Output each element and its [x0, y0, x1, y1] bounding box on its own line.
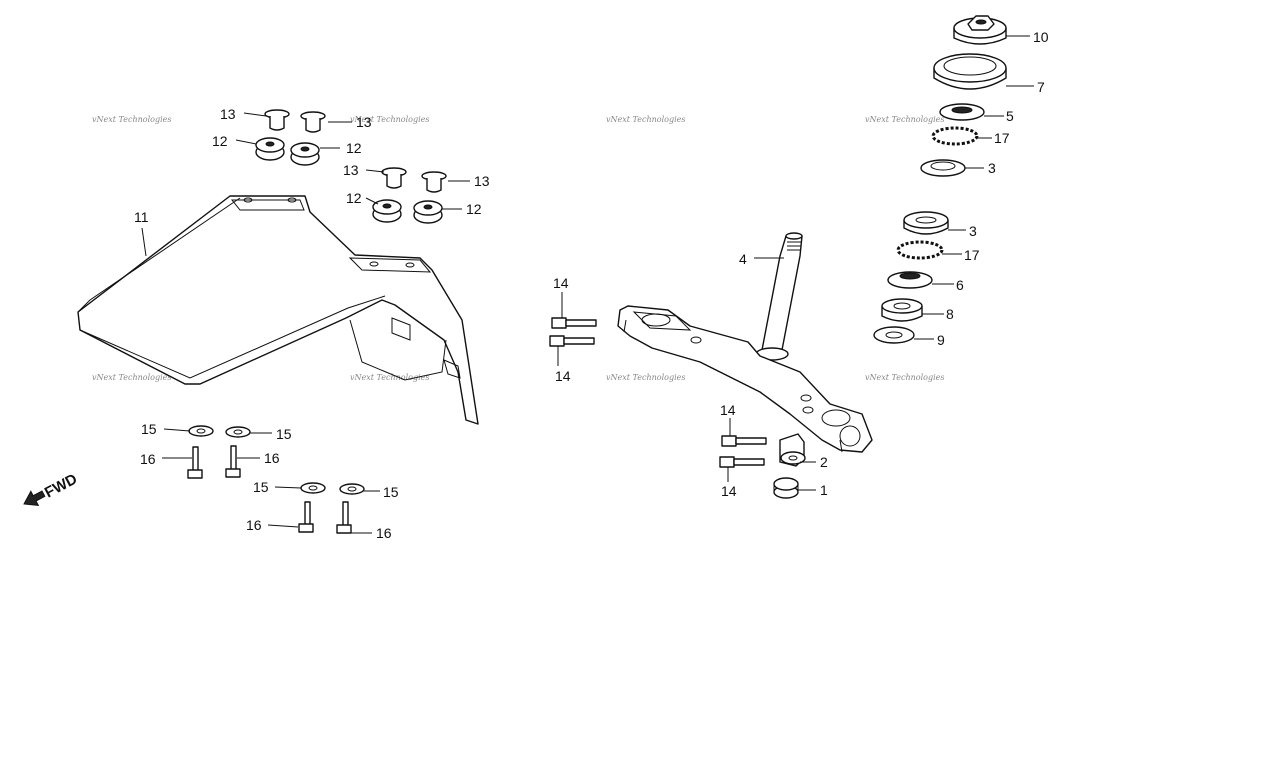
race-6	[887, 271, 933, 289]
callout-12: 12	[466, 201, 482, 217]
callout-9: 9	[937, 332, 945, 348]
race-3b	[903, 211, 949, 235]
watermark-text: vNext Technologies	[865, 373, 944, 382]
grommet-12b	[290, 142, 320, 166]
bolt-14b	[549, 335, 595, 347]
watermark-text: vNext Technologies	[92, 115, 171, 124]
steering-stem	[617, 232, 873, 453]
watermark-text: vNext Technologies	[92, 373, 171, 382]
washer-15a	[188, 425, 214, 437]
watermark-text: vNext Technologies	[350, 115, 429, 124]
washer-15c	[300, 482, 326, 494]
callout-3: 3	[969, 223, 977, 239]
front-fender	[77, 195, 479, 425]
race-3a	[920, 159, 966, 177]
washer-15d	[339, 483, 365, 495]
callout-8: 8	[946, 306, 954, 322]
callout-2: 2	[820, 454, 828, 470]
callout-14: 14	[555, 368, 571, 384]
callout-7: 7	[1037, 79, 1045, 95]
grommet-12a	[255, 137, 285, 161]
fwd-arrow: FWD	[23, 470, 80, 507]
upper-bearing-stack	[920, 15, 1007, 177]
clamp-2	[779, 433, 806, 467]
bolts-14	[549, 317, 767, 468]
callout-15: 15	[383, 484, 399, 500]
callout-3: 3	[988, 160, 996, 176]
callout-16: 16	[264, 450, 280, 466]
callout-15: 15	[253, 479, 269, 495]
seal-7	[933, 53, 1007, 90]
bolt-16a	[187, 446, 203, 479]
bolt-14d	[719, 456, 765, 468]
bolt-16c	[298, 501, 314, 533]
bolt-16b	[225, 445, 241, 478]
callout-13: 13	[474, 173, 490, 189]
grommet-12c	[372, 199, 402, 223]
callout-16: 16	[246, 517, 262, 533]
callout-1: 1	[820, 482, 828, 498]
fender-fasteners	[187, 425, 365, 534]
lower-bearing-stack	[873, 211, 949, 344]
ball-bearing-17a	[931, 126, 979, 146]
callout-13: 13	[343, 162, 359, 178]
callout-14: 14	[720, 402, 736, 418]
fender-grommets	[255, 109, 447, 224]
callout-15: 15	[141, 421, 157, 437]
callout-17: 17	[994, 130, 1010, 146]
callout-12: 12	[346, 140, 362, 156]
seal-8	[881, 298, 923, 322]
callout-12: 12	[346, 190, 362, 206]
callout-13: 13	[356, 114, 372, 130]
ball-bearing-17b	[896, 240, 944, 260]
fwd-label: FWD	[42, 470, 80, 501]
bolt-14a	[551, 317, 597, 329]
leader-lines	[141, 35, 1034, 534]
collar-13c	[381, 167, 407, 189]
callout-14: 14	[553, 275, 569, 291]
dust-seal-9	[873, 326, 915, 344]
callout-14: 14	[721, 483, 737, 499]
nut-10	[953, 15, 1007, 45]
collar-13a	[264, 109, 290, 131]
bolt-16d	[336, 501, 352, 534]
callout-labels: 11 13 13 12 12 13 13 12 12 15 15 16 16 1…	[134, 29, 1049, 541]
watermark-text: vNext Technologies	[606, 373, 685, 382]
collar-13d	[421, 171, 447, 193]
callout-16: 16	[140, 451, 156, 467]
callout-10: 10	[1033, 29, 1049, 45]
callout-16: 16	[376, 525, 392, 541]
callout-17: 17	[964, 247, 980, 263]
washer-15b	[225, 426, 251, 438]
arrow-icon	[23, 490, 46, 507]
watermark-text: vNext Technologies	[606, 115, 685, 124]
watermarks: vNext Technologies vNext Technologies vN…	[92, 115, 944, 382]
callout-13: 13	[220, 106, 236, 122]
bolt-14c	[721, 435, 767, 447]
collar-13b	[300, 111, 326, 133]
callout-4: 4	[739, 251, 747, 267]
callout-15: 15	[276, 426, 292, 442]
callout-12: 12	[212, 133, 228, 149]
watermark-text: vNext Technologies	[350, 373, 429, 382]
callout-11: 11	[134, 209, 149, 225]
race-5	[939, 103, 985, 121]
callout-6: 6	[956, 277, 964, 293]
watermark-text: vNext Technologies	[865, 115, 944, 124]
callout-5: 5	[1006, 108, 1014, 124]
plug-1	[773, 477, 799, 499]
grommet-12d	[413, 200, 443, 224]
